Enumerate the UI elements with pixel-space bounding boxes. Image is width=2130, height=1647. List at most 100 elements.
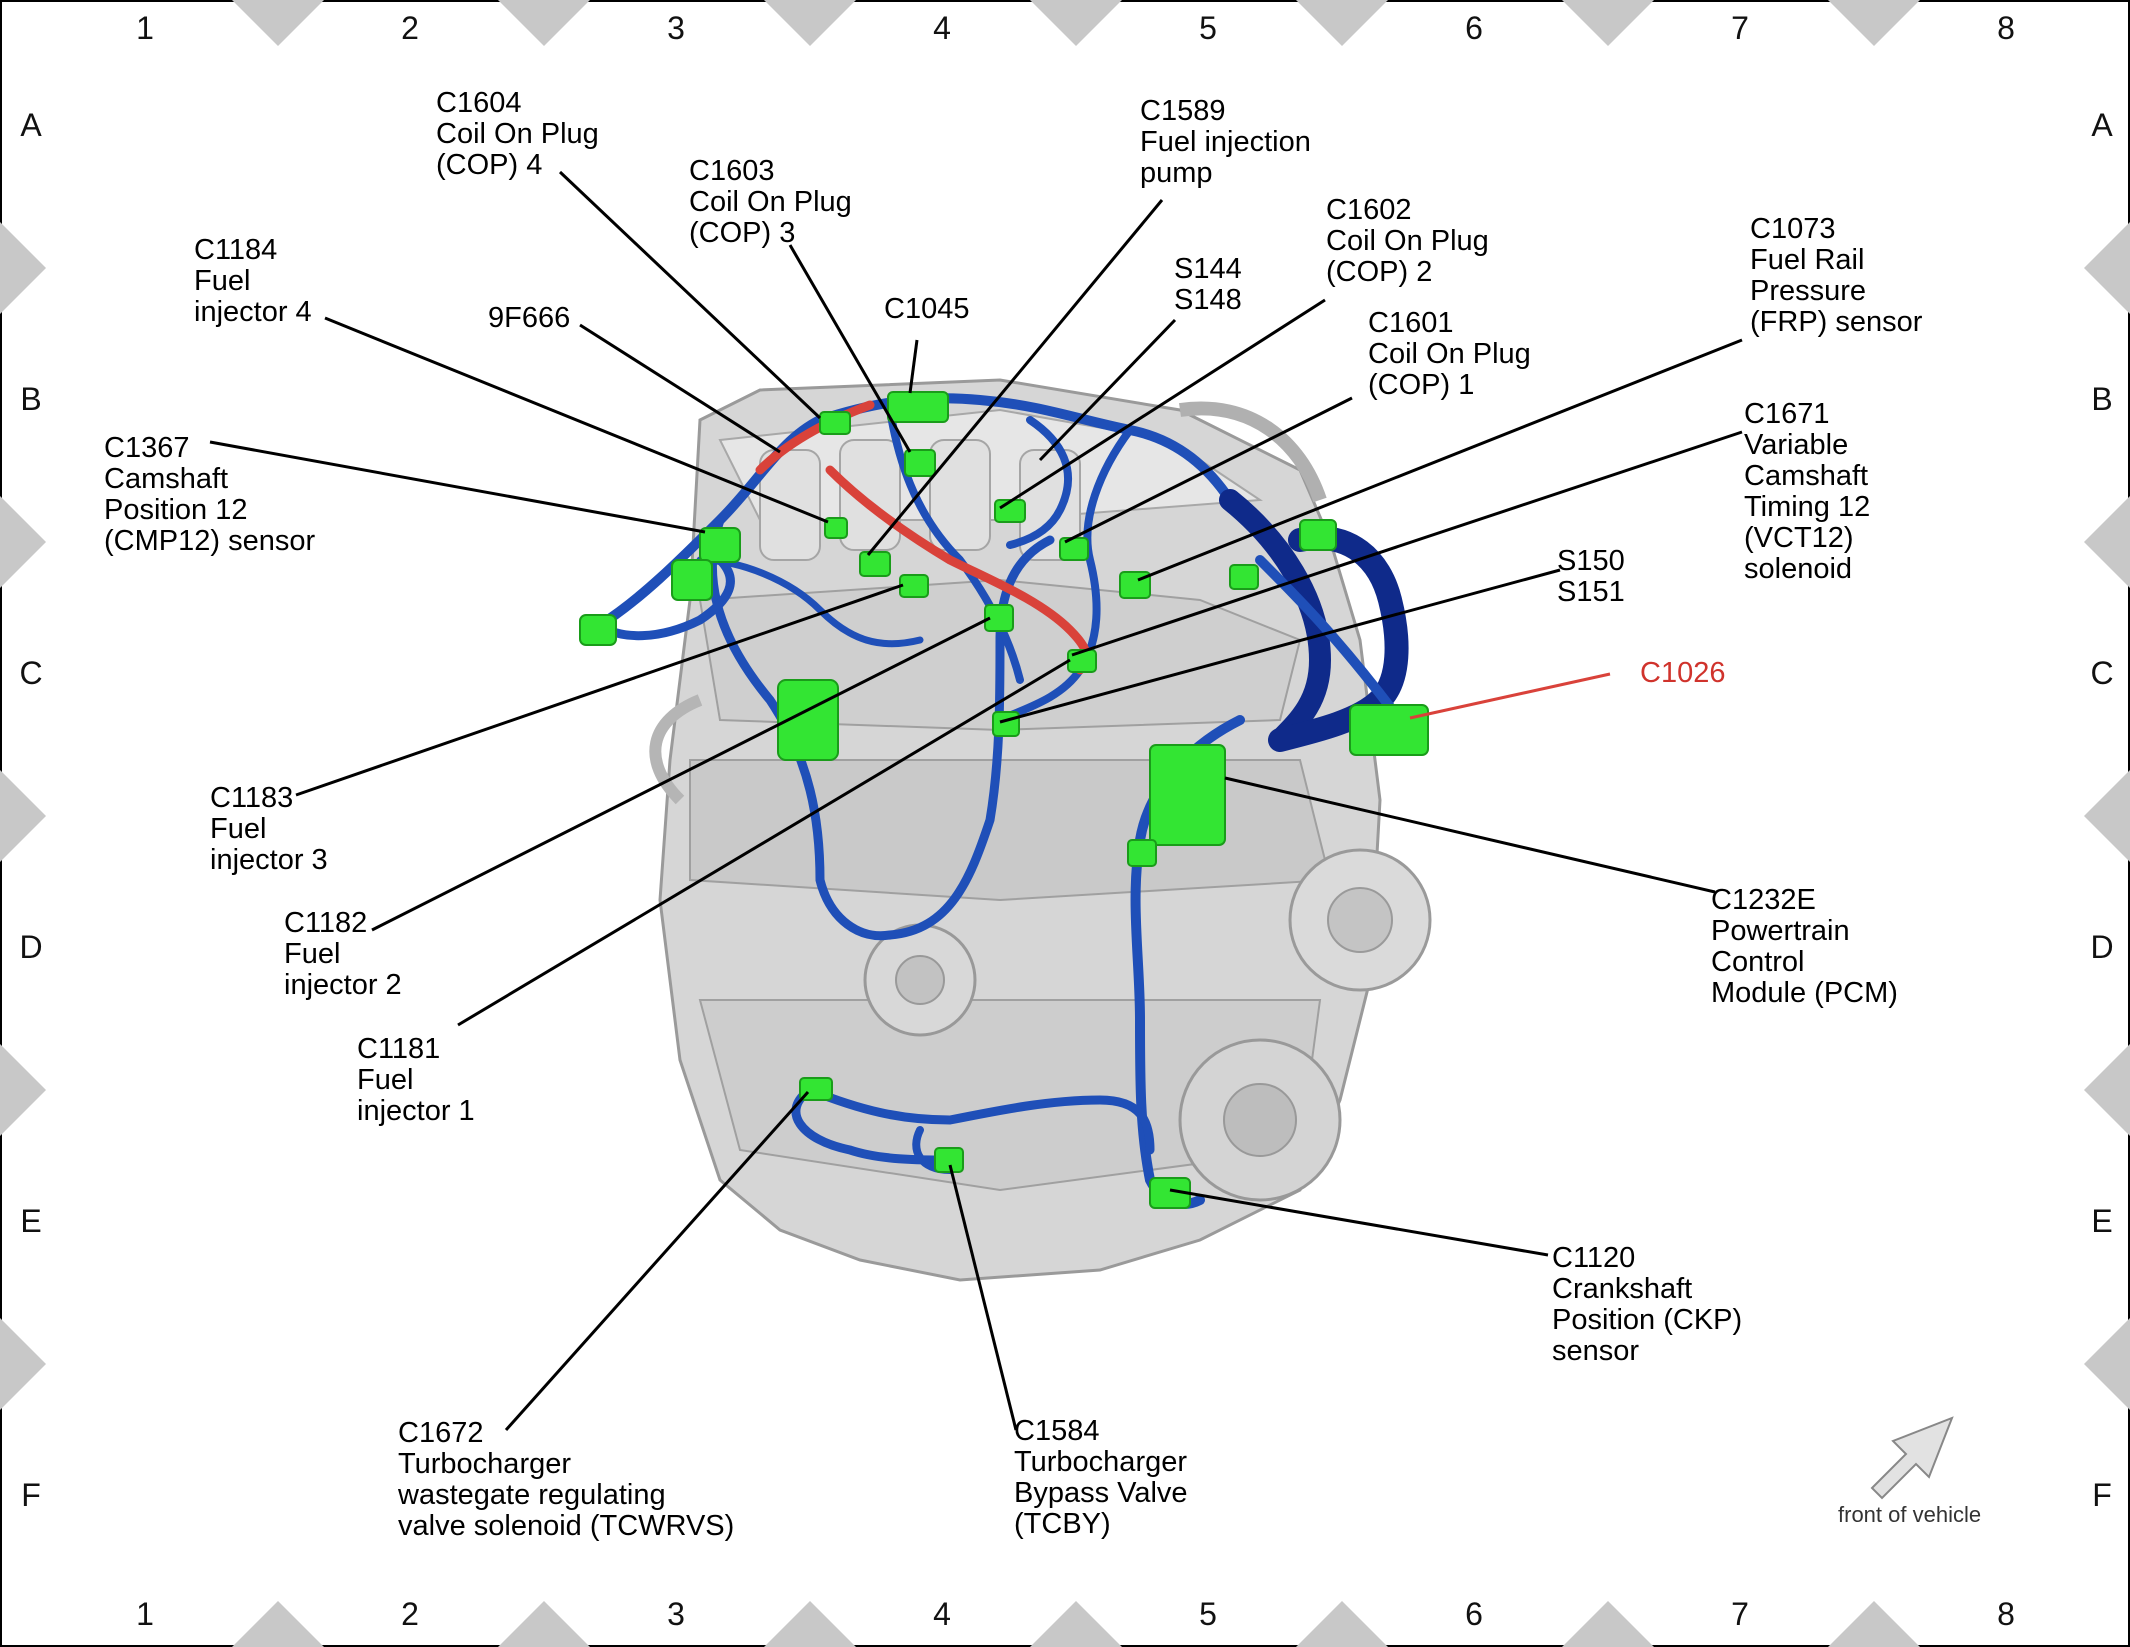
grid-col-top-4: 4 <box>933 10 951 46</box>
leader-c1184 <box>324 316 829 524</box>
callout-line: Fuel injection <box>1140 126 1311 158</box>
callout-line: Pressure <box>1750 275 1867 307</box>
connector-c1045 <box>887 391 949 423</box>
callout-line: 9F666 <box>488 302 571 334</box>
grid-col-top-1: 1 <box>136 10 154 46</box>
connector-c1232e <box>1149 744 1226 846</box>
leader-c1073 <box>1137 338 1743 582</box>
frame-marker-bottom-3 <box>764 1601 856 1647</box>
grid-row-right-C: C <box>2090 655 2114 691</box>
leader-c1601 <box>1064 396 1353 544</box>
connector-c1584 <box>934 1147 964 1173</box>
grid-row-left-B: B <box>20 381 42 417</box>
callout-line: C1367 <box>104 432 190 464</box>
callout-line: Fuel <box>284 938 341 970</box>
callout-line: C1584 <box>1014 1415 1100 1447</box>
callout-line: Position (CKP) <box>1552 1304 1743 1336</box>
frame-marker-right-1 <box>2084 222 2130 314</box>
connector-c1589 <box>859 551 891 577</box>
callout-line: injector 4 <box>194 296 312 328</box>
callout-line: injector 1 <box>357 1095 475 1127</box>
connector-side-block <box>777 679 839 761</box>
grid-row-left-E: E <box>20 1203 42 1239</box>
callout-line: C1601 <box>1368 307 1454 339</box>
connector-s150 <box>992 711 1020 737</box>
callout-line: C1182 <box>284 907 368 939</box>
grid-col-bottom-3: 3 <box>667 1596 685 1632</box>
callout-line: C1120 <box>1552 1242 1636 1274</box>
callout-line: C1184 <box>194 234 278 266</box>
callout-line: Coil On Plug <box>1368 338 1531 370</box>
engine-block <box>649 378 1432 1282</box>
callout-line: (VCT12) <box>1744 522 1854 554</box>
front-arrow-icon <box>1870 1416 1954 1500</box>
callout-line: sensor <box>1552 1335 1640 1367</box>
callout-c1026: C1026 <box>1640 658 1725 689</box>
callout-line: Fuel <box>194 265 251 297</box>
frame-marker-bottom-1 <box>232 1601 324 1647</box>
callout-line: S150 <box>1557 545 1625 577</box>
connector-pcm-small <box>1127 839 1157 867</box>
callout-line: injector 3 <box>210 844 328 876</box>
callout-line: valve solenoid (TCWRVS) <box>398 1510 735 1542</box>
callout-line: Control <box>1711 946 1805 978</box>
connector-vct <box>1229 564 1259 590</box>
callout-line: Powertrain <box>1711 915 1850 947</box>
frame-marker-top-3 <box>764 0 856 46</box>
callout-line: Crankshaft <box>1552 1273 1693 1305</box>
grid-row-left-D: D <box>19 929 43 965</box>
callout-line: Camshaft <box>1744 460 1869 492</box>
frame-marker-top-7 <box>1828 0 1920 46</box>
leader-c1183 <box>295 583 904 797</box>
callout-line: C1603 <box>689 155 775 187</box>
frame-marker-bottom-5 <box>1296 1601 1388 1647</box>
callout-c1045: C1045 <box>884 294 969 325</box>
connector-c1182 <box>984 604 1014 632</box>
front-of-vehicle-label: front of vehicle <box>1838 1502 1982 1527</box>
frame-marker-top-6 <box>1562 0 1654 46</box>
frame-marker-bottom-7 <box>1828 1601 1920 1647</box>
connector-c1026 <box>1349 704 1429 756</box>
leader-c1232e <box>1224 776 1716 894</box>
grid-col-bottom-7: 7 <box>1731 1596 1749 1632</box>
callout-line: Turbocharger <box>1014 1446 1188 1478</box>
grid-row-right-D: D <box>2090 929 2114 965</box>
grid-row-right-B: B <box>2091 381 2113 417</box>
frame-marker-top-4 <box>1030 0 1122 46</box>
callout-line: S151 <box>1557 576 1625 608</box>
connector-c1367 <box>699 527 741 563</box>
connector-c1601 <box>1059 537 1089 561</box>
callout-line: Fuel Rail <box>1750 244 1865 276</box>
callout-line: Coil On Plug <box>1326 225 1489 257</box>
grid-col-top-8: 8 <box>1997 10 2015 46</box>
frame-marker-right-3 <box>2084 770 2130 862</box>
connector-c1603 <box>904 449 936 477</box>
connectors <box>579 391 1429 1209</box>
grid-col-bottom-8: 8 <box>1997 1596 2015 1632</box>
leader-c1671 <box>1071 430 1743 657</box>
leader-lines <box>209 170 1743 1431</box>
callout-line: C1604 <box>436 87 522 119</box>
leader-c1045 <box>908 339 919 394</box>
callout-line: C1589 <box>1140 95 1226 127</box>
callout-line: C1671 <box>1744 398 1830 430</box>
frame-marker-top-2 <box>498 0 590 46</box>
callout-line: C1602 <box>1326 194 1412 226</box>
callout-line: Turbocharger <box>398 1448 572 1480</box>
callout-line: Module (PCM) <box>1711 977 1898 1009</box>
callout-line: S144 <box>1174 253 1242 285</box>
grid-col-bottom-1: 1 <box>136 1596 154 1632</box>
